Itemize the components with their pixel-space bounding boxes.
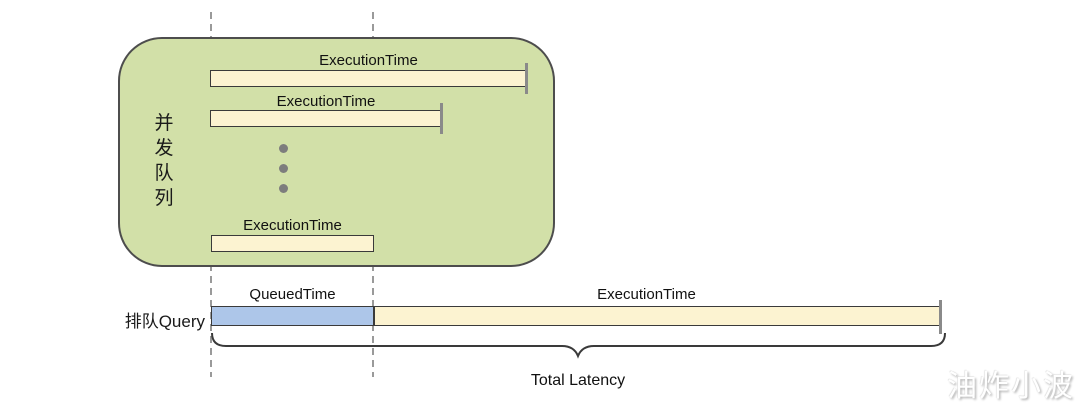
queued-query-row-label: 排队Query	[124, 312, 205, 331]
execution-time-bar-bottom	[374, 306, 941, 326]
ellipsis-dot	[279, 144, 288, 153]
queue-label-char: 发	[154, 138, 174, 159]
queue-label-char: 队	[154, 163, 174, 184]
watermark-text: 油炸小波	[947, 370, 1075, 403]
queue-label-char: 列	[154, 188, 174, 209]
execution-time-label-2: ExecutionTime	[276, 93, 376, 110]
bar-end-cap	[939, 300, 942, 334]
execution-time-bar-2	[210, 110, 442, 127]
queue-label-char: 并	[154, 113, 174, 134]
bar-end-cap	[525, 63, 528, 94]
queued-time-bar	[211, 306, 374, 326]
bar-end-cap	[440, 103, 443, 134]
execution-time-label-1: ExecutionTime	[319, 52, 418, 69]
queued-time-label: QueuedTime	[249, 286, 336, 303]
total-latency-label: Total Latency	[530, 372, 626, 389]
ellipsis-dot	[279, 184, 288, 193]
execution-time-label-3: ExecutionTime	[243, 217, 342, 234]
execution-time-bar-1	[210, 70, 527, 87]
ellipsis-dot	[279, 164, 288, 173]
concurrent-queue-label: 并 发 队 列	[150, 111, 178, 211]
execution-time-bar-3	[211, 235, 374, 252]
execution-time-label-bottom: ExecutionTime	[597, 286, 696, 303]
